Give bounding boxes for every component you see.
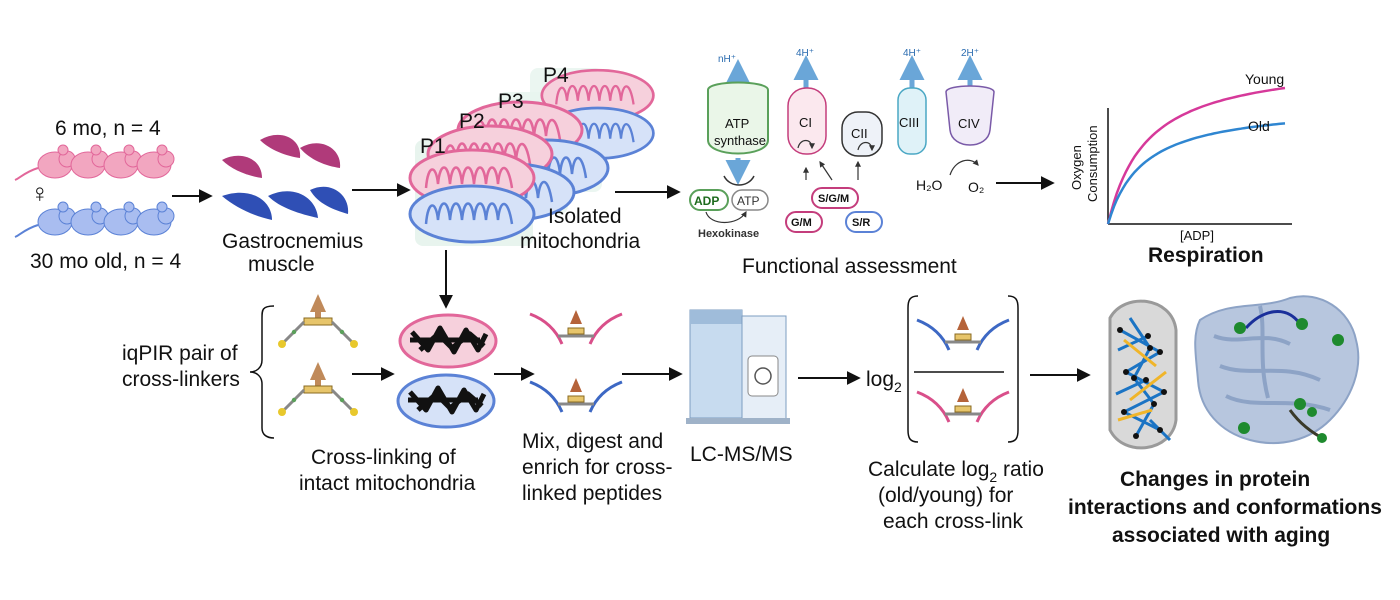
ratio-bracket-right: [1007, 295, 1019, 443]
calc-label-1: Calculate log2 ratio: [868, 458, 1044, 485]
linker-bracket: [249, 305, 275, 439]
svg-text:CII: CII: [851, 126, 868, 141]
crosslinked-peptide-bottom-icon: [529, 378, 623, 413]
mix-label-1: Mix, digest and: [522, 430, 663, 453]
changes-label-3: associated with aging: [1112, 524, 1330, 547]
log2-label: log2: [866, 368, 902, 395]
electron-transport-chain: nH⁺ ATP synthase ADP ATP Hexokinase 4H⁺ …: [689, 48, 995, 240]
svg-text:4H⁺: 4H⁺: [796, 48, 814, 59]
six-mo-label: 6 mo, n = 4: [55, 117, 161, 140]
mix-label-3: linked peptides: [522, 482, 662, 505]
svg-text:nH⁺: nH⁺: [718, 54, 736, 65]
crosslinking-label-2: intact mitochondria: [299, 472, 476, 495]
lcms-label: LC-MS/MS: [690, 443, 793, 466]
crosslinker-top-icon: [276, 292, 360, 350]
svg-text:4H⁺: 4H⁺: [903, 48, 921, 59]
svg-text:G/M: G/M: [791, 217, 812, 229]
chart-xlabel: [ADP]: [1180, 228, 1214, 243]
fraction-label-p2: P2: [459, 110, 485, 133]
crosslinker-bottom-icon: [276, 360, 360, 418]
svg-text:CIV: CIV: [958, 116, 980, 131]
crosslinked-peptide-top-icon: [528, 308, 624, 346]
isolated-label-1: Isolated: [548, 205, 622, 228]
changes-label-2: interactions and conformations: [1068, 496, 1382, 519]
ratio-old-peptide-icon: [916, 316, 1010, 351]
female-symbol: ♀: [30, 178, 50, 208]
iqpir-label-1: iqPIR pair of: [122, 342, 238, 365]
protein-structure-icon: [1194, 295, 1360, 444]
young-mice-icon: [14, 144, 175, 181]
functional-assessment-label: Functional assessment: [742, 255, 957, 278]
respiration-chart: Young Old Oxygen Consumption [ADP]: [1069, 71, 1292, 243]
crosslinking-label-1: Cross-linking of: [311, 446, 456, 469]
series-old-label: Old: [1248, 118, 1270, 134]
series-young-line: [1106, 86, 1286, 225]
svg-text:S/G/M: S/G/M: [818, 193, 849, 205]
svg-text:S/R: S/R: [852, 217, 870, 229]
gastrocnemius-label-1: Gastrocnemius: [222, 230, 363, 253]
crosslinked-mito-icon: [396, 313, 498, 429]
changes-label-1: Changes in protein: [1120, 468, 1310, 491]
svg-text:Hexokinase: Hexokinase: [698, 228, 759, 240]
series-young-label: Young: [1245, 71, 1284, 87]
svg-text:ATP: ATP: [725, 116, 749, 131]
calc-label-2: (old/young) for: [878, 484, 1013, 507]
svg-text:2H⁺: 2H⁺: [961, 48, 979, 59]
fraction-label-p3: P3: [498, 90, 524, 113]
thirty-mo-label: 30 mo old, n = 4: [30, 250, 182, 273]
svg-text:H₂O: H₂O: [916, 177, 943, 193]
chart-ylabel-1: Oxygen: [1069, 145, 1084, 190]
respiration-label: Respiration: [1148, 244, 1264, 267]
ratio-bracket-left: [907, 295, 919, 443]
fraction-label-p1: P1: [420, 135, 446, 158]
gastrocnemius-muscle-icon: [222, 134, 349, 220]
mix-label-2: enrich for cross-: [522, 456, 673, 479]
svg-text:ADP: ADP: [694, 194, 719, 208]
svg-text:CIII: CIII: [899, 115, 919, 130]
chart-ylabel-2: Consumption: [1085, 125, 1100, 202]
fraction-label-p4: P4: [543, 64, 569, 87]
svg-text:ATP: ATP: [737, 194, 759, 208]
fraction-stack: [408, 68, 655, 246]
series-old-line: [1106, 122, 1286, 225]
isolated-label-2: mitochondria: [520, 230, 641, 253]
gastrocnemius-label-2: muscle: [248, 253, 315, 276]
calc-label-3: each cross-link: [883, 510, 1024, 533]
mito-crosslink-network-icon: [1108, 299, 1178, 450]
svg-text:O₂: O₂: [968, 179, 984, 195]
svg-text:CI: CI: [799, 115, 812, 130]
mass-spectrometer-icon: [686, 309, 790, 424]
svg-text:synthase: synthase: [714, 133, 766, 148]
iqpir-label-2: cross-linkers: [122, 368, 240, 391]
old-mice-icon: [14, 201, 175, 238]
ratio-young-peptide-icon: [915, 386, 1011, 424]
